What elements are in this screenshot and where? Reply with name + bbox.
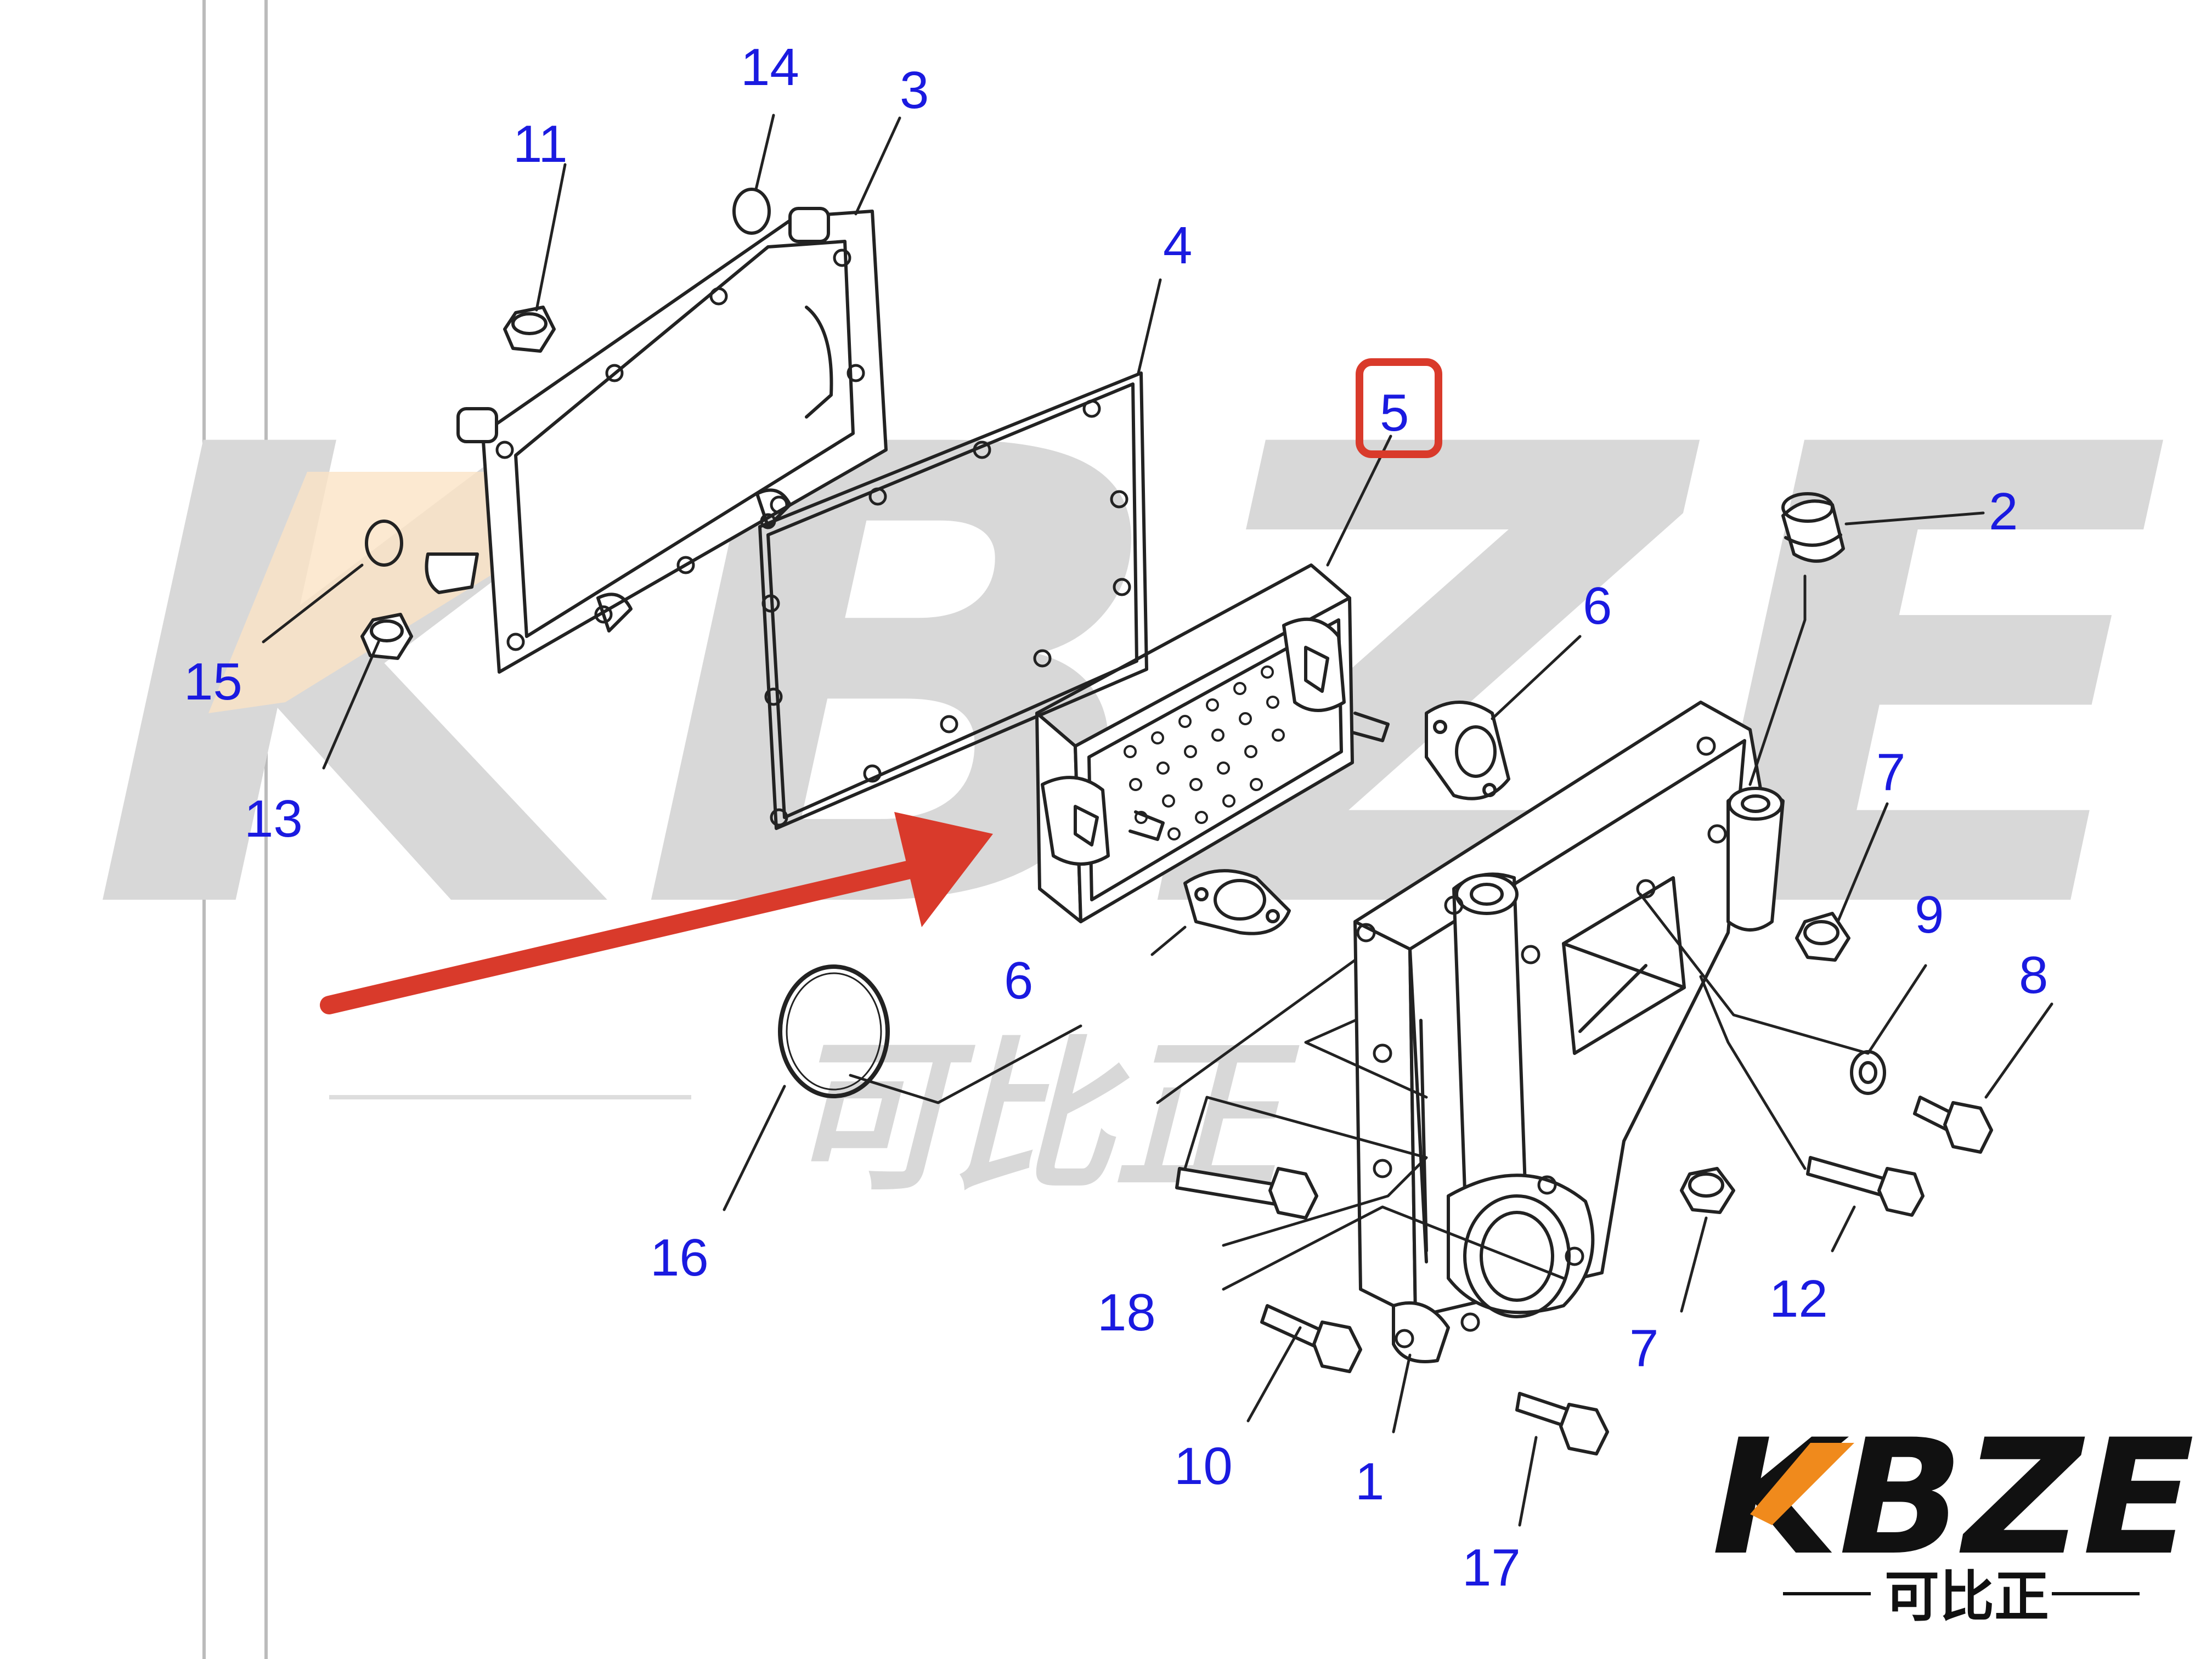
callout-10[interactable]: 10	[1174, 1437, 1233, 1496]
leader-lines	[262, 114, 2053, 1527]
brand-logo-subtext: 可比正	[1884, 1565, 2049, 1629]
bolt-part-12	[1806, 1156, 1925, 1217]
flange-gasket-lower-part-6	[1183, 869, 1291, 935]
bolt-part-10	[1260, 1304, 1362, 1373]
oil-cooler-element-part-5	[1035, 563, 1390, 923]
callout-14[interactable]: 14	[741, 38, 799, 97]
bolt-part-18	[1175, 1167, 1318, 1220]
cooler-housing-part-1	[1353, 701, 1785, 1363]
o-ring-part-15	[365, 520, 403, 567]
callout-15[interactable]: 15	[184, 652, 242, 711]
callout-5[interactable]: 5	[1380, 383, 1409, 442]
callout-16[interactable]: 16	[650, 1228, 709, 1287]
o-ring-part-14	[732, 188, 771, 235]
callout-12[interactable]: 12	[1769, 1269, 1828, 1328]
flange-gasket-upper-part-6	[1425, 701, 1510, 800]
brand-logo-orange-accent	[1750, 1443, 1854, 1525]
callout-1[interactable]: 1	[1355, 1452, 1384, 1511]
pointer-arrow	[320, 812, 993, 1014]
callout-8[interactable]: 8	[2019, 946, 2048, 1005]
washer-part-9	[1850, 1050, 1886, 1095]
callout-17[interactable]: 17	[1462, 1538, 1521, 1597]
o-ring-part-16	[778, 964, 890, 1098]
cooler-cover-part-3	[425, 207, 888, 674]
bolt-part-17	[1515, 1392, 1609, 1455]
margin-lines	[202, 0, 268, 1659]
callout-6-upper[interactable]: 6	[1583, 577, 1612, 635]
callout-9[interactable]: 9	[1915, 885, 1944, 944]
highlight-box	[1356, 358, 1442, 458]
bolt-part-11	[503, 306, 556, 353]
callout-2[interactable]: 2	[1989, 482, 2018, 541]
line-art	[262, 114, 2053, 1527]
breather-cap-part-2	[1781, 492, 1845, 563]
callout-7-lower[interactable]: 7	[1629, 1319, 1658, 1378]
bolt-part-8	[1913, 1096, 1993, 1154]
nut-part-7-lower	[1680, 1167, 1735, 1214]
watermark-text: KBZE	[88, 315, 2172, 1049]
callout-4[interactable]: 4	[1163, 216, 1192, 275]
nut-part-13	[360, 613, 413, 660]
callout-11[interactable]: 11	[513, 115, 568, 173]
brand-logo: KBZE 可比正	[1712, 1406, 2194, 1629]
callout-7-upper[interactable]: 7	[1876, 743, 1905, 802]
callout-3[interactable]: 3	[900, 61, 929, 120]
callouts: 1 2 3 4 5 6 6 7 7 8 9 10 11 12 13 14 15 …	[184, 38, 2048, 1597]
callout-6-lower[interactable]: 6	[1004, 951, 1033, 1010]
nut-part-7-upper	[1795, 912, 1850, 962]
callout-18[interactable]: 18	[1097, 1283, 1156, 1342]
callout-13[interactable]: 13	[244, 789, 303, 848]
